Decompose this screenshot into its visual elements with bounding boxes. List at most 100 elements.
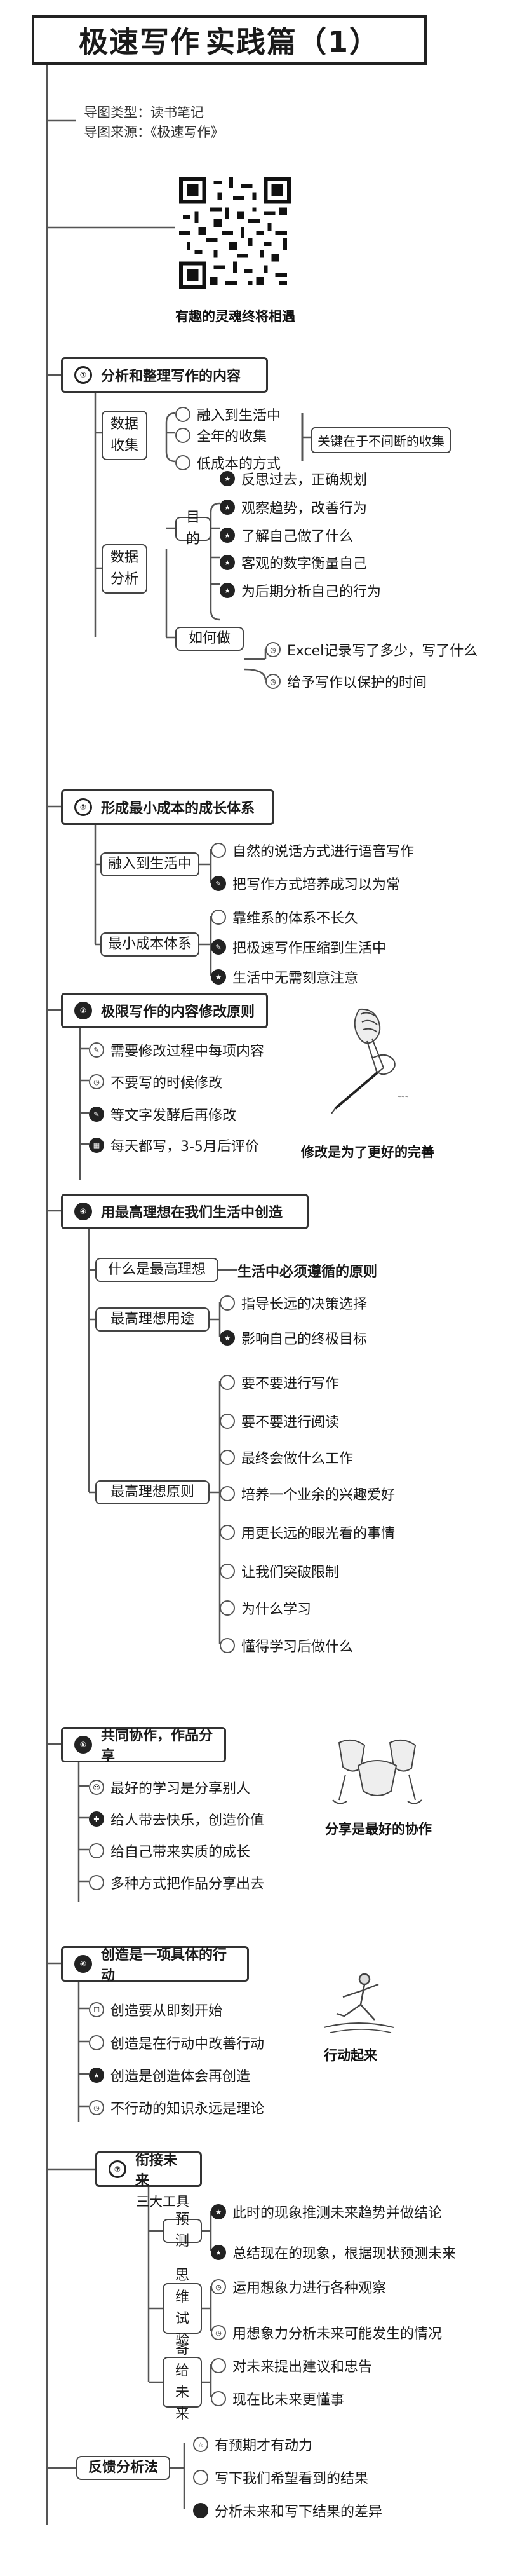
mindmap-title: 极速写作 实践篇（1）: [32, 15, 427, 65]
circle-icon: [211, 843, 226, 858]
purpose-item-3: ★了解自己做了什么: [220, 525, 353, 545]
life-item-2: ✎把写作方式培养成习以为常: [211, 873, 400, 894]
collect-item-3: 低成本的方式: [175, 453, 281, 473]
letter-item-2: 现在比未来更懂事: [211, 2389, 344, 2409]
clock-icon: ◷: [265, 674, 281, 689]
node-thought[interactable]: 思维试验: [163, 2268, 202, 2348]
s5-item-3: 给自己带来实质的成长: [89, 1841, 250, 1861]
collect-item-1: 融入到生活中: [175, 404, 281, 425]
main-spine: [46, 65, 48, 2525]
node-letter[interactable]: 寄给未来: [163, 2341, 202, 2422]
section-1-header[interactable]: ① 分析和整理写作的内容: [61, 357, 268, 393]
purpose-item-4: ★客观的数字衡量自己: [220, 552, 367, 573]
smile-icon: ☺: [89, 1780, 104, 1795]
qr-code-icon: [179, 177, 291, 289]
title-part1: 极速写作: [78, 25, 201, 59]
min-item-1: 靠维系的体系不长久: [211, 907, 358, 927]
s6-item-3: ★创造是创造体会再创造: [89, 2065, 250, 2085]
purpose-item-1: ★反思过去，正确规划: [220, 468, 367, 489]
star-icon: ★: [220, 1330, 235, 1346]
meta-source: 导图来源：《极速写作》: [84, 125, 224, 140]
use-item-1: 指导长远的决策选择: [220, 1293, 367, 1313]
node-what[interactable]: 什么是最高理想: [95, 1258, 218, 1282]
s6-item-2: 创造是在行动中改善行动: [89, 2033, 264, 2053]
circle-icon: [220, 1414, 235, 1429]
circle-icon: [220, 1450, 235, 1465]
circle-icon: [220, 1486, 235, 1501]
meta-info: 导图类型：读书笔记 导图来源：《极速写作》: [84, 103, 224, 142]
section-number-icon: ③: [74, 1002, 92, 1019]
how-item-2: ◷给予写作以保护的时间: [265, 671, 427, 692]
pen-hand-illustration-icon: ~~~: [331, 1008, 409, 1114]
s6-item-4: ◷不行动的知识永远是理论: [89, 2097, 264, 2118]
node-purpose[interactable]: 目的: [175, 510, 211, 547]
running-figure-illustration-icon: [323, 1973, 394, 2033]
use-item-2: ★影响自己的终极目标: [220, 1328, 367, 1348]
circle-icon: [175, 407, 190, 422]
title-part2: 实践篇（1）: [205, 25, 380, 59]
section-7-header[interactable]: ⑦ 衔接未来: [95, 2151, 202, 2189]
section-5-title: 共同协作，作品分享: [101, 1728, 213, 1764]
star-icon: ★: [220, 583, 235, 598]
pen-icon: ✎: [211, 876, 226, 891]
section-3-header[interactable]: ③ 极限写作的内容修改原则: [61, 993, 268, 1028]
circle-icon: [220, 1564, 235, 1579]
star-icon: ★: [211, 2204, 226, 2219]
section-number-icon: ⑥: [74, 1955, 92, 1973]
principle-item-1: 要不要进行写作: [220, 1372, 339, 1393]
pen-icon: ✎: [211, 939, 226, 955]
min-item-3: ★生活中无需刻意注意: [211, 967, 358, 987]
section-4-header[interactable]: ④ 用最高理想在我们生活中创造: [61, 1194, 309, 1229]
star-icon: ★: [220, 471, 235, 486]
collect-item-2: 全年的收集: [175, 425, 267, 446]
clock-icon: ◷: [265, 642, 281, 657]
s6-item-1: ☐创造要从即刻开始: [89, 2000, 222, 2020]
circle-icon: [89, 1843, 104, 1858]
node-data-analyze[interactable]: 数据分析: [102, 544, 147, 594]
node-predict[interactable]: 预测: [163, 2212, 202, 2249]
dialog-icon: ☐: [89, 2002, 104, 2017]
clock-icon: ◷: [89, 1074, 104, 1089]
node-how[interactable]: 如何做: [175, 627, 244, 651]
what-answer: 生活中必须遵循的原则: [237, 1264, 378, 1280]
node-life[interactable]: 融入到生活中: [100, 852, 199, 876]
star-icon: ★: [220, 555, 235, 570]
circle-icon: [211, 2391, 226, 2406]
s5-caption: 分享是最好的协作: [325, 1822, 432, 1837]
clock-icon: ◷: [89, 2100, 104, 2115]
section-2-title: 形成最小成本的成长体系: [101, 801, 255, 817]
node-data-collect[interactable]: 数据收集: [102, 411, 147, 460]
section-number-icon: ④: [74, 1203, 92, 1220]
circle-icon: [175, 428, 190, 443]
section-1-title: 分析和整理写作的内容: [101, 369, 241, 385]
clock-icon: ◷: [211, 2279, 226, 2294]
min-item-2: ✎把极速写作压缩到生活中: [211, 937, 386, 957]
s3-item-2: ◷不要写的时候修改: [89, 1072, 222, 1092]
node-use[interactable]: 最高理想用途: [95, 1307, 210, 1332]
star-icon: ★: [220, 528, 235, 543]
node-min-cost[interactable]: 最小成本体系: [100, 932, 199, 957]
principle-item-2: 要不要进行阅读: [220, 1411, 339, 1431]
node-feedback[interactable]: 反馈分析法: [76, 2456, 170, 2480]
circle-icon: [220, 1525, 235, 1540]
principle-item-7: 为什么学习: [220, 1598, 311, 1618]
section-5-header[interactable]: ⑤ 共同协作，作品分享: [61, 1727, 226, 1764]
clock-icon: ◷: [211, 2325, 226, 2340]
principle-item-3: 最终会做什么工作: [220, 1447, 353, 1468]
section-2-header[interactable]: ② 形成最小成本的成长体系: [61, 789, 274, 825]
circle-icon: [220, 1600, 235, 1616]
feedback-item-1: ☆有预期才有动力: [193, 2434, 312, 2455]
s5-item-1: ☺最好的学习是分享别人: [89, 1777, 250, 1797]
calendar-icon: ▦: [89, 1138, 104, 1153]
life-item-1: 自然的说话方式进行语音写作: [211, 840, 414, 861]
how-item-1: ◷Excel记录写了多少，写了什么: [265, 639, 478, 660]
node-principle[interactable]: 最高理想原则: [95, 1480, 210, 1504]
star-outline-icon: ☆: [193, 2437, 208, 2452]
s3-caption: 修改是为了更好的完善: [301, 1145, 434, 1160]
s6-caption: 行动起来: [324, 2048, 377, 2063]
principle-item-4: 培养一个业余的兴趣爱好: [220, 1483, 395, 1504]
principle-item-8: 懂得学习后做什么: [220, 1635, 353, 1656]
section-6-header[interactable]: ⑥ 创造是一项具体的行动: [61, 1946, 249, 1984]
feedback-item-3: 分析未来和写下结果的差异: [193, 2500, 382, 2521]
thought-item-1: ◷运用想象力进行各种观察: [211, 2277, 386, 2297]
